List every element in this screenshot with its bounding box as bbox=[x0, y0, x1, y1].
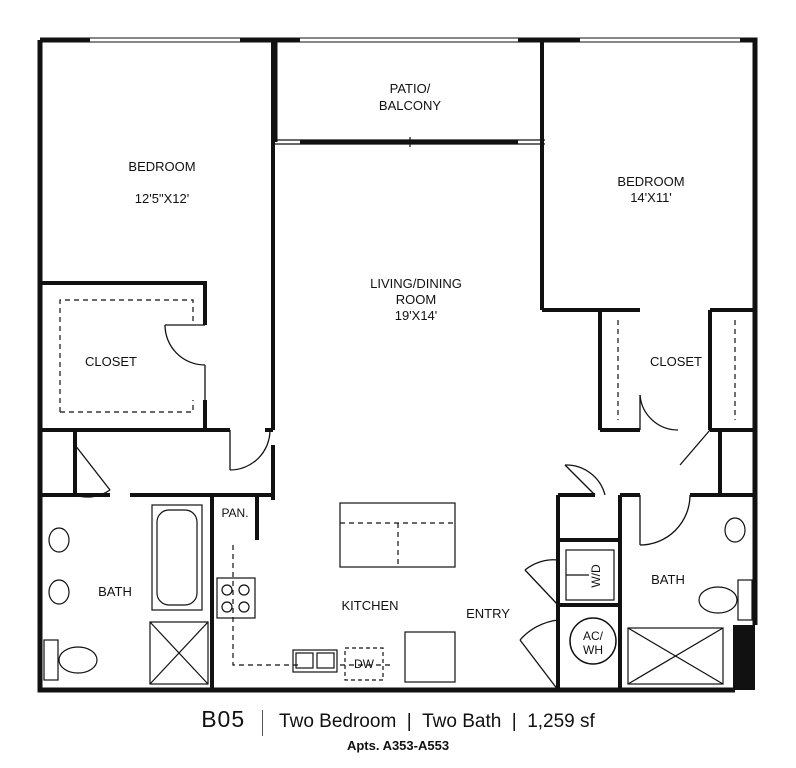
living-size: 19'X14' bbox=[395, 308, 438, 323]
exterior-walls bbox=[37, 37, 758, 693]
closet-left-label: CLOSET bbox=[85, 354, 137, 369]
patio-door bbox=[275, 137, 545, 147]
divider bbox=[261, 709, 263, 736]
unit-code: B05 bbox=[201, 706, 246, 732]
unit-baths: Two Bath bbox=[422, 711, 502, 732]
ac-label-2: WH bbox=[583, 643, 603, 657]
bedroom-right-label: BEDROOM bbox=[617, 174, 684, 189]
kitchen-fixtures bbox=[216, 577, 456, 683]
closet-shelves bbox=[59, 299, 736, 666]
washer-dryer-label: W/D bbox=[589, 564, 603, 588]
left-bath-fixtures bbox=[39, 504, 209, 685]
bath-left-label: BATH bbox=[98, 584, 132, 599]
bedroom-right-size: 14'X11' bbox=[630, 190, 672, 205]
separator-2: | bbox=[511, 711, 517, 732]
laundry-fixtures bbox=[565, 549, 617, 665]
ac-label-1: AC/ bbox=[583, 629, 604, 643]
patio-label-1: PATIO/ bbox=[390, 81, 431, 96]
entry-label: ENTRY bbox=[466, 606, 510, 621]
living-label-2: ROOM bbox=[396, 292, 436, 307]
bath-right-label: BATH bbox=[651, 572, 685, 587]
right-bath-fixtures bbox=[627, 517, 753, 685]
interior-walls bbox=[40, 40, 755, 690]
floor-plan: PATIO/ BALCONY BEDROOM 12'5"X12' BEDROOM… bbox=[37, 37, 758, 693]
patio-label-2: BALCONY bbox=[379, 98, 441, 113]
bedroom-left-size: 12'5"X12' bbox=[135, 191, 189, 206]
living-label-1: LIVING/DINING bbox=[370, 276, 462, 291]
unit-bedrooms: Two Bedroom bbox=[279, 711, 397, 732]
bedroom-left-label: BEDROOM bbox=[128, 159, 195, 174]
dishwasher-label: DW bbox=[354, 657, 375, 671]
separator-1: | bbox=[406, 711, 412, 732]
unit-summary: B05 Two Bedroom | Two Bath | 1,259 sf bbox=[0, 706, 796, 736]
kitchen-label: KITCHEN bbox=[341, 598, 398, 613]
unit-apartments: Apts. A353-A553 bbox=[346, 738, 450, 753]
windows bbox=[90, 37, 740, 43]
unit-area: 1,259 sf bbox=[527, 711, 595, 732]
kitchen-island bbox=[339, 502, 456, 568]
mechanical-chase bbox=[733, 625, 755, 690]
pantry-label: PAN. bbox=[221, 506, 248, 520]
door-swings bbox=[74, 324, 711, 691]
closet-right-label: CLOSET bbox=[650, 354, 702, 369]
